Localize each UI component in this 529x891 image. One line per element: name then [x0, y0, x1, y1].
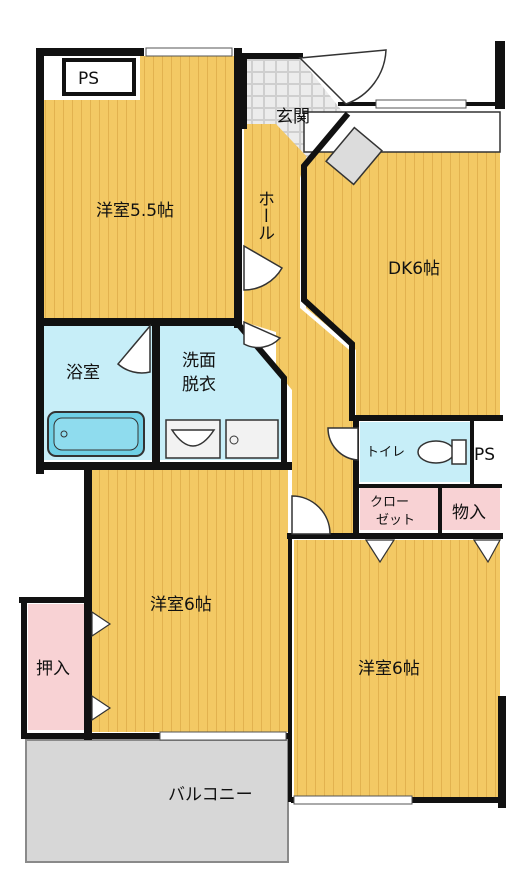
room-western-6-left-floor: [92, 470, 288, 732]
ps-right-label: PS: [474, 445, 495, 465]
label-western-6-right: 洋室6帖: [358, 659, 420, 679]
ps-left-label: PS: [78, 69, 99, 89]
ps-right-box: [474, 422, 500, 482]
label-toilet: トイレ: [366, 445, 405, 460]
door-swings: [116, 49, 387, 535]
room-dk-floor: [306, 112, 500, 416]
label-bath: 浴室: [66, 363, 100, 383]
label-dk: DK6帖: [388, 259, 440, 279]
washbasin: [165, 419, 221, 459]
bathtub-inner: [53, 417, 139, 451]
label-storage: 物入: [452, 503, 486, 523]
washbasin-bowl: [170, 429, 216, 447]
windows: [145, 47, 467, 805]
toilet-bowl: [417, 440, 455, 464]
closet-door-marks: [91, 539, 502, 722]
label-entrance: 玄関: [276, 107, 310, 127]
room-hall-floor: [244, 122, 354, 536]
bathtub-drain: [60, 430, 68, 438]
kitchen-sink: [325, 126, 383, 186]
kitchen-counter: [303, 111, 501, 153]
room-western-5-5-floor: [44, 56, 238, 318]
label-washroom-2: 脱衣: [182, 375, 216, 395]
ps-left-box: [62, 58, 136, 96]
toilet-tank: [451, 439, 467, 465]
washing-machine-pan: [225, 419, 279, 459]
balcony-floor: [25, 739, 289, 863]
label-washroom-1: 洗面: [182, 351, 216, 371]
room-closet-floor: [360, 488, 438, 530]
label-western-5-5: 洋室5.5帖: [96, 201, 174, 221]
room-oshiire-floor: [28, 604, 88, 730]
washing-drain: [229, 435, 239, 445]
label-oshiire: 押入: [36, 659, 70, 679]
label-closet-2: ゼット: [376, 513, 415, 528]
label-western-6-left: 洋室6帖: [150, 595, 212, 615]
room-storage-floor: [442, 488, 500, 530]
label-balcony: バルコニー: [168, 785, 253, 805]
label-hall: ホール: [254, 190, 274, 241]
room-western-6-right-floor: [294, 540, 500, 798]
label-closet-1: クロー: [370, 495, 409, 510]
